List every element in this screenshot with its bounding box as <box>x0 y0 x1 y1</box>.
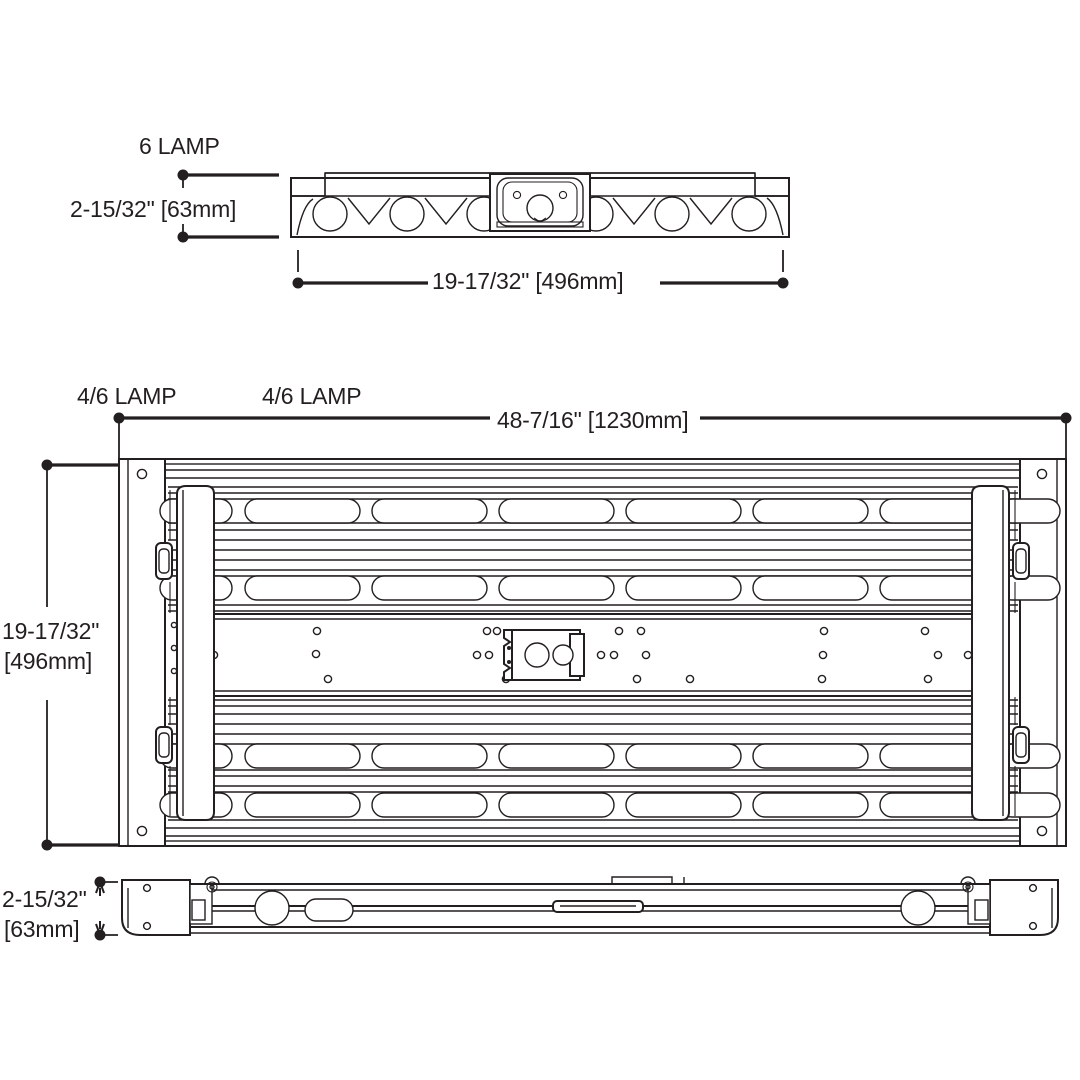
dim-side-height <box>94 876 118 941</box>
plan-left-perforations <box>169 490 178 816</box>
label-plan-depth-dim-line1: 19-17/32" <box>2 618 100 644</box>
plan-center-driver-plate <box>182 613 1004 697</box>
label-side-height-dim-line2: [63mm] <box>4 916 80 942</box>
label-plan-depth-dim-line2: [496mm] <box>4 648 93 674</box>
plan-junction-box <box>503 629 585 681</box>
plan-left-clip-lower <box>155 726 173 764</box>
label-end-width-dim: 19-17/32" [496mm] <box>432 268 624 294</box>
plan-slot-row-2 <box>159 575 1061 601</box>
label-plan-length-dim: 48-7/16" [1230mm] <box>497 407 689 433</box>
side-right-end-cap <box>960 876 1059 936</box>
plan-slot-row-4 <box>159 792 1061 818</box>
side-view-group <box>94 876 1059 941</box>
label-end-height-dim: 2-15/32" [63mm] <box>70 196 237 222</box>
label-4-6-lamp-left: 4/6 LAMP <box>77 383 177 409</box>
plan-left-inner-rail <box>176 485 215 821</box>
label-side-height-dim-line1: 2-15/32" <box>2 886 87 912</box>
dim-end-width <box>292 250 789 289</box>
end-view-group <box>177 169 790 289</box>
label-6-lamp: 6 LAMP <box>139 133 220 159</box>
plan-view-group <box>41 412 1072 851</box>
side-center-plate <box>552 876 685 913</box>
plan-right-clip-lower <box>1012 726 1030 764</box>
end-view-junction-box <box>489 173 591 232</box>
label-4-6-lamp-right: 4/6 LAMP <box>262 383 362 409</box>
dim-plan-length <box>113 412 1072 460</box>
plan-slot-row-3 <box>159 743 1061 769</box>
plan-slot-row-1 <box>159 498 1061 524</box>
dim-plan-depth <box>41 459 120 851</box>
plan-right-inner-rail <box>971 485 1010 821</box>
side-left-end-cap <box>121 876 220 936</box>
dim-end-height <box>177 169 279 243</box>
plan-left-clip-upper <box>155 542 173 580</box>
plan-fin-band-4 <box>168 785 1018 821</box>
plan-left-end-plate <box>118 458 166 847</box>
plan-right-clip-upper <box>1012 542 1030 580</box>
